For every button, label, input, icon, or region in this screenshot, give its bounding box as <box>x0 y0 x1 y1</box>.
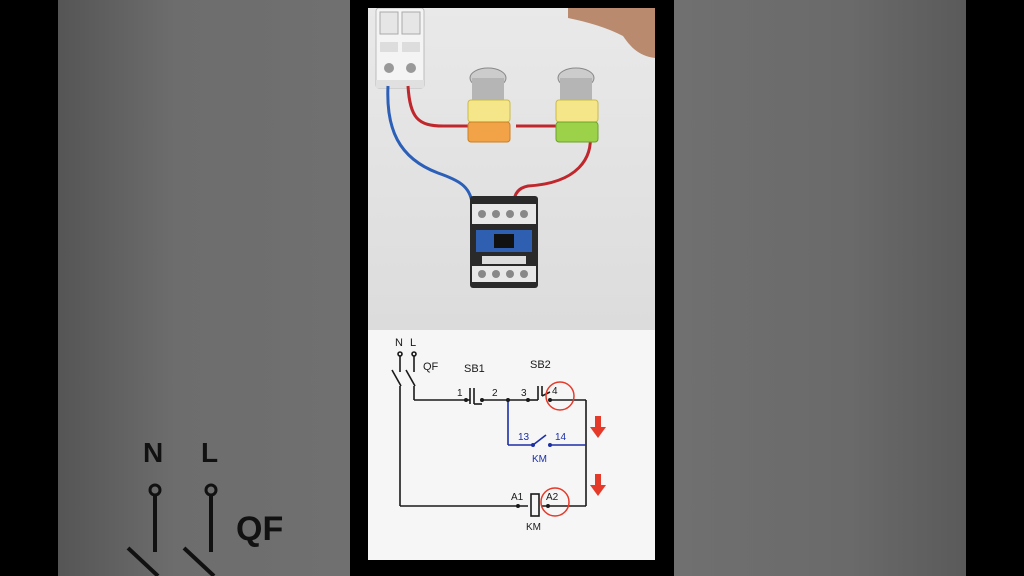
label-sb2: SB2 <box>530 359 551 371</box>
blurred-background-right <box>674 0 966 576</box>
start-push-button <box>555 67 599 143</box>
arrow-down-icon <box>590 485 606 496</box>
label-aux-km: KM <box>532 454 547 465</box>
red-wire-breaker-to-sb1 <box>406 85 488 128</box>
highlight-circle-terminal-a2 <box>540 487 570 517</box>
label-qf: QF <box>423 361 439 373</box>
label-terminal-2: 2 <box>492 388 498 399</box>
video-frame: N L QF SB1 SB2 1 2 3 4 A1 A2 KM 13 14 KM <box>368 8 655 560</box>
blurred-label-qf: QF <box>236 510 283 548</box>
schematic-sketch: N L QF SB1 SB2 1 2 3 4 A1 A2 KM 13 14 KM <box>368 330 655 560</box>
label-terminal-4: 4 <box>552 386 558 397</box>
arrow-down-icon <box>595 474 601 486</box>
highlight-circle-terminal-4 <box>545 381 575 411</box>
label-terminal-1: 1 <box>457 388 463 399</box>
hand <box>568 8 655 58</box>
label-aux-13: 13 <box>518 432 530 443</box>
blue-wire <box>386 85 474 204</box>
blurred-label-l: L <box>201 437 218 468</box>
stop-push-button <box>467 67 511 143</box>
wiring-photo-illustration <box>375 8 655 288</box>
label-coil-a2: A2 <box>546 492 559 503</box>
red-arrows <box>590 416 606 496</box>
arrow-down-icon <box>590 427 606 438</box>
label-sb1: SB1 <box>464 363 485 375</box>
blurred-background-left: N L QF <box>58 0 350 576</box>
label-terminal-3: 3 <box>521 388 527 399</box>
label-coil-a1: A1 <box>511 492 524 503</box>
arrow-down-icon <box>595 416 601 428</box>
aux-contact-branch <box>507 400 586 446</box>
blurred-diagram-fragment: N L QF <box>126 437 283 576</box>
wiring-photo <box>368 8 655 330</box>
blurred-label-n: N <box>143 437 163 468</box>
control-circuit-diagram: N L QF SB1 SB2 1 2 3 4 A1 A2 KM 13 14 KM <box>391 337 606 533</box>
label-coil-km: KM <box>526 522 541 533</box>
label-l: L <box>410 337 416 349</box>
circuit-breaker <box>375 8 425 89</box>
label-aux-14: 14 <box>555 432 567 443</box>
red-wire-sb2-to-contactor <box>512 132 592 204</box>
label-n: N <box>395 337 403 349</box>
contactor <box>470 196 538 288</box>
